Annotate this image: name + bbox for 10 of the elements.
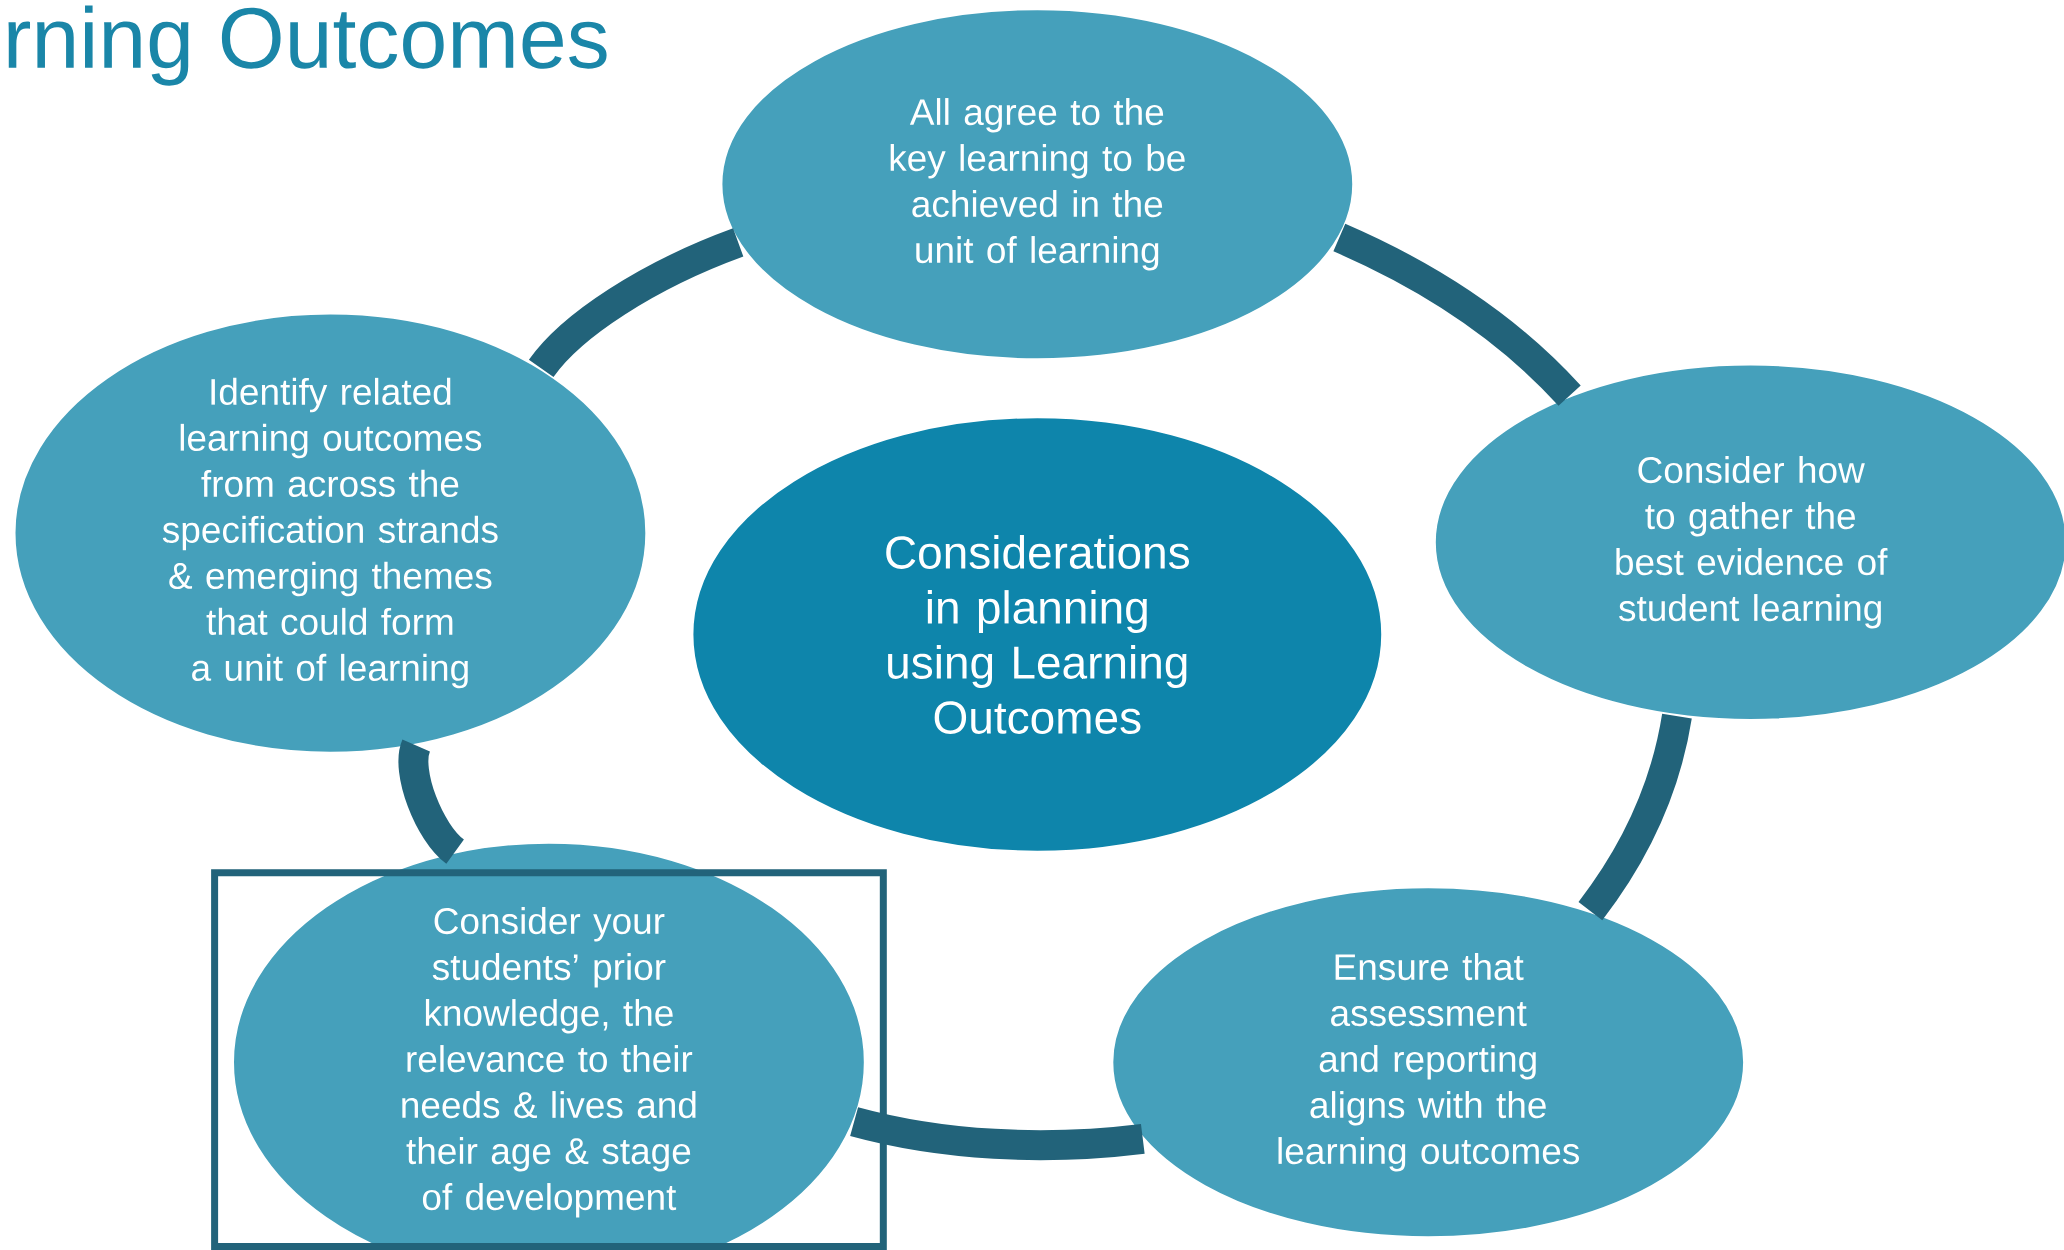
ellipse-node: All agree to the key learning to be achieved in the unit of learning bbox=[720, 8, 1355, 361]
ring-arc bbox=[1578, 713, 1692, 920]
ellipse-node: Considerations in planning using Learning Outcomes bbox=[691, 416, 1384, 853]
title: rning Outcomes bbox=[8, 5, 607, 86]
ring-arc bbox=[850, 1107, 1145, 1161]
ellipse-node: Consider how to gather the best evidence of student learning bbox=[1433, 363, 2064, 721]
ring-arc bbox=[529, 228, 744, 378]
ellipse-node: Identify related learning outcomes from across the specification strands & emerging themes that could form a unit of learning bbox=[13, 312, 648, 754]
ring-arc bbox=[1333, 223, 1581, 406]
ellipse-node: Ensure that assessment and reporting aligns with the learning outcomes bbox=[1111, 886, 1746, 1239]
